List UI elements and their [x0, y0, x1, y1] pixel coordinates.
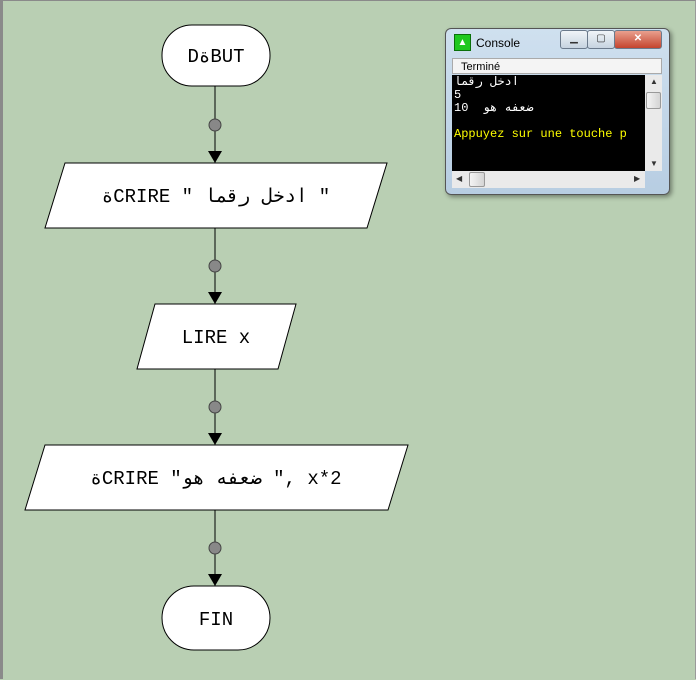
maximize-button[interactable]: ▢ [587, 30, 615, 49]
console-status: Terminé [452, 58, 662, 74]
arrowhead [208, 292, 222, 304]
end-node[interactable] [161, 585, 271, 651]
horizontal-scrollbar[interactable]: ◀ ▶ [452, 171, 645, 188]
vertical-scrollbar[interactable]: ▲ ▼ [645, 75, 662, 171]
output-line: 5 [454, 88, 462, 102]
console-title: Console [476, 35, 521, 50]
read-node[interactable] [136, 303, 297, 370]
connector-dot[interactable] [208, 259, 222, 273]
minimize-button[interactable]: ▁ [560, 30, 588, 49]
connector-dot[interactable] [208, 541, 222, 555]
app-icon: ▲ [454, 34, 471, 51]
arrowhead [208, 433, 222, 445]
write-node-1[interactable] [44, 162, 388, 229]
arrowhead [208, 151, 222, 163]
output-line: ادخل رقما [454, 75, 519, 89]
scroll-up-icon[interactable]: ▲ [650, 77, 658, 86]
close-button[interactable]: ✕ [614, 30, 662, 49]
write2-label: ةCRIRE "ضعفه هو ", x*2 [90, 468, 341, 490]
start-label: DةBUT [187, 46, 244, 68]
connector-dot[interactable] [208, 118, 222, 132]
scroll-right-icon[interactable]: ▶ [634, 174, 641, 183]
connector-dot[interactable] [208, 400, 222, 414]
write1-label: ةCRIRE " ادخل رقما " [102, 186, 330, 208]
scroll-left-icon[interactable]: ◀ [456, 174, 463, 183]
write-node-2[interactable] [24, 444, 409, 511]
scroll-thumb[interactable] [469, 172, 485, 187]
start-node[interactable] [161, 24, 271, 87]
scroll-down-icon[interactable]: ▼ [650, 159, 658, 168]
read-label: LIRE x [182, 327, 250, 349]
output-prompt: Appuyez sur une touche p [454, 127, 627, 141]
arrowhead [208, 574, 222, 586]
scroll-thumb[interactable] [646, 92, 661, 109]
console-titlebar[interactable]: ▲ Console [454, 34, 520, 51]
output-line: 10 ضعفه هو [454, 101, 534, 115]
end-label: FIN [199, 609, 233, 631]
